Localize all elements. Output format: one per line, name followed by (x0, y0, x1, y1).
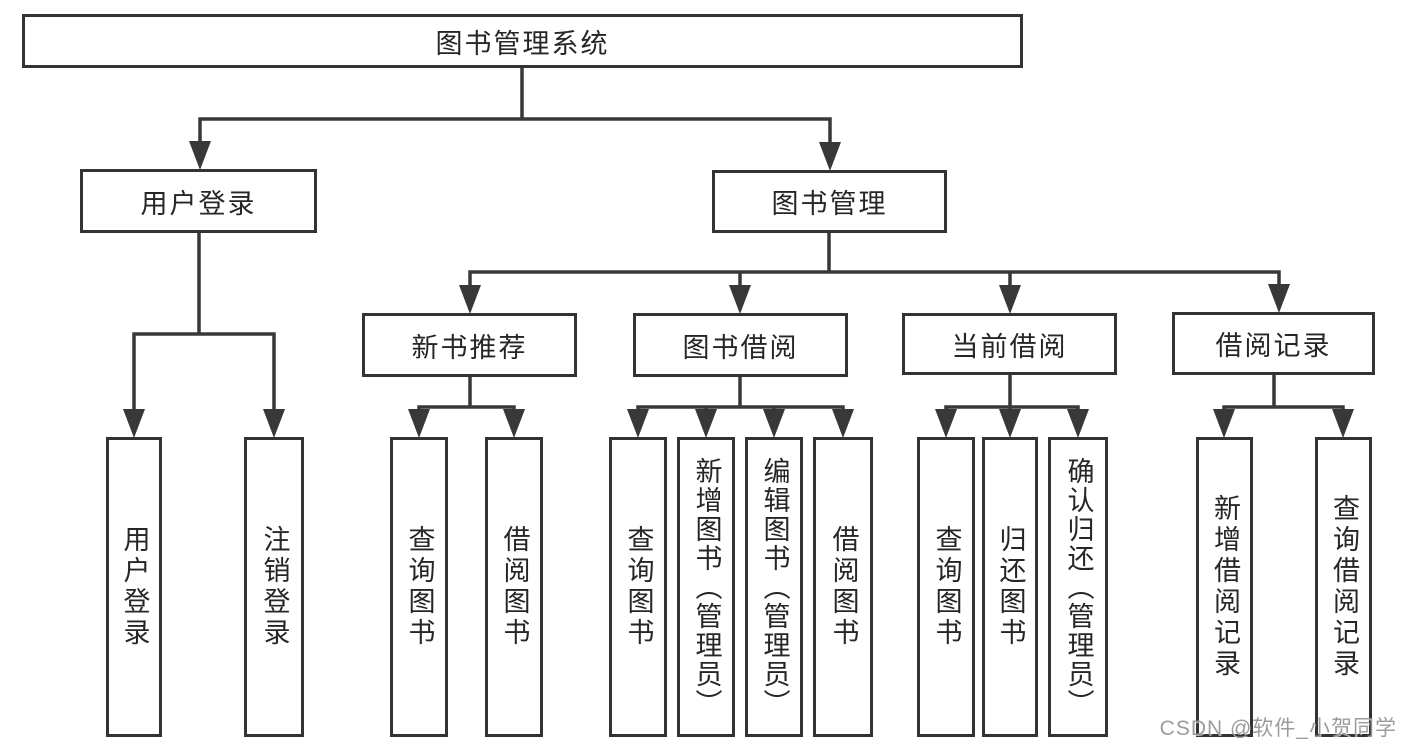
arrow-into-currentborrow (999, 285, 1021, 314)
node-borrow-records-label: 借阅记录 (1215, 331, 1332, 361)
csdn-watermark: CSDN @软件_小贺同学 (1159, 717, 1397, 740)
connector-newbook-branch (417, 405, 516, 414)
node-user-login: 用户登录 (80, 169, 317, 233)
leaf-borrow-books-2: 借阅图书 (813, 437, 873, 737)
arrow-leaf-2 (263, 409, 285, 438)
node-borrow-records: 借阅记录 (1172, 312, 1375, 375)
arrow-leaf-12 (1213, 409, 1235, 438)
leaf-borrow-books-2-label: 借阅图书 (828, 525, 859, 649)
arrow-leaf-10 (999, 409, 1021, 438)
connector-records-branch (1222, 405, 1345, 414)
arrow-leaf-8 (832, 409, 854, 438)
arrow-leaf-1 (123, 409, 145, 438)
leaf-logout-label: 注销登录 (259, 525, 290, 649)
node-book-management: 图书管理 (712, 170, 947, 233)
leaf-query-books-2-label: 查询图书 (623, 525, 654, 649)
connector-bookborrow-branch (636, 405, 845, 414)
node-root-library-system: 图书管理系统 (22, 14, 1023, 68)
leaf-query-books-1-label: 查询图书 (404, 525, 435, 649)
leaf-query-books-3-label: 查询图书 (931, 525, 962, 649)
leaf-user-login: 用户登录 (106, 437, 162, 737)
arrow-leaf-4 (503, 409, 525, 438)
leaf-logout: 注销登录 (244, 437, 304, 737)
node-current-borrow: 当前借阅 (902, 313, 1117, 375)
leaf-query-borrow-record-label: 查询借阅记录 (1329, 494, 1359, 680)
leaf-query-books-3: 查询图书 (917, 437, 975, 737)
leaf-query-books-2: 查询图书 (609, 437, 667, 737)
leaf-add-borrow-record: 新增借阅记录 (1196, 437, 1253, 737)
leaf-borrow-books-1: 借阅图书 (485, 437, 543, 737)
leaf-query-borrow-record: 查询借阅记录 (1315, 437, 1372, 737)
node-current-borrow-label: 当前借阅 (951, 331, 1068, 362)
leaf-return-book: 归还图书 (982, 437, 1038, 737)
arrow-leaf-5 (627, 409, 649, 438)
leaf-return-book-label: 归还图书 (995, 525, 1026, 649)
arrow-into-user-login (189, 141, 211, 170)
leaf-borrow-books-1-label: 借阅图书 (499, 525, 530, 649)
node-new-book-recommend-label: 新书推荐 (411, 332, 528, 363)
leaf-user-login-label: 用户登录 (119, 525, 150, 649)
arrow-into-records (1268, 284, 1290, 313)
connector-userlogin-branch (132, 332, 276, 414)
arrow-leaf-7 (763, 409, 785, 438)
node-book-borrow-label: 图书借阅 (682, 332, 799, 363)
leaf-edit-book-admin-label: 编辑图书（管理员） (759, 456, 790, 718)
leaf-add-book-admin: 新增图书（管理员） (677, 437, 735, 737)
leaf-edit-book-admin: 编辑图书（管理员） (745, 437, 803, 737)
arrow-leaf-6 (695, 409, 717, 438)
arrowheads (123, 141, 1354, 438)
node-new-book-recommend: 新书推荐 (362, 313, 577, 377)
leaf-confirm-return-admin: 确认归还（管理员） (1048, 437, 1108, 737)
leaf-add-book-admin-label: 新增图书（管理员） (691, 456, 722, 718)
arrow-leaf-9 (935, 409, 957, 438)
arrow-into-book-mgmt (819, 142, 841, 171)
arrow-into-newbook (459, 285, 481, 314)
arrow-leaf-11 (1067, 409, 1089, 438)
arrow-leaf-3 (408, 409, 430, 438)
arrow-leaf-13 (1332, 409, 1354, 438)
leaf-confirm-return-admin-label: 确认归还（管理员） (1063, 456, 1094, 718)
node-book-borrow: 图书借阅 (633, 313, 848, 377)
leaf-add-borrow-record-label: 新增借阅记录 (1210, 494, 1240, 680)
leaf-query-books-1: 查询图书 (390, 437, 448, 737)
node-book-management-label: 图书管理 (771, 189, 888, 219)
arrow-into-bookborrow (729, 285, 751, 314)
node-user-login-label: 用户登录 (140, 188, 257, 219)
connector-root-branch (198, 117, 832, 146)
connector-bookmgmt-branch (468, 270, 1281, 290)
node-root-label: 图书管理系统 (435, 28, 610, 59)
